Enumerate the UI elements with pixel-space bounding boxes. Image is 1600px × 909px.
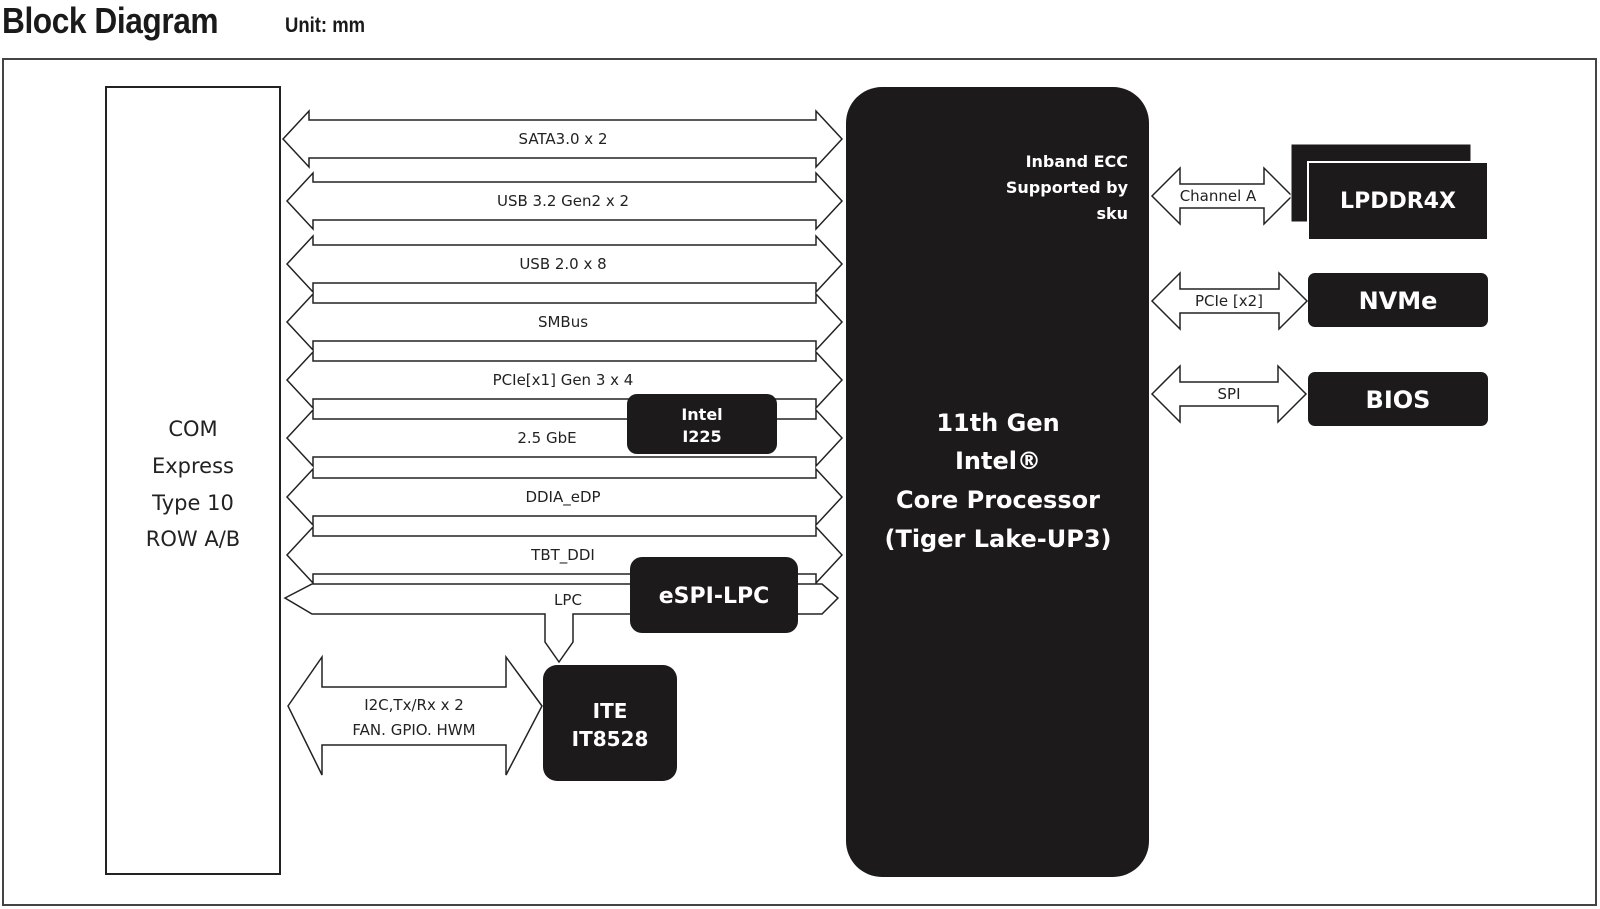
right-bus-arrow-0-label: Channel A	[1180, 187, 1257, 205]
nvme-label: NVMe	[1359, 287, 1438, 315]
lpddr4x-label: LPDDR4X	[1340, 189, 1456, 214]
left-bus-arrow-1-label: USB 3.2 Gen2 x 2	[497, 192, 629, 210]
com-express-block: COM Express Type 10 ROW A/B	[105, 86, 281, 875]
bios-label: BIOS	[1366, 386, 1431, 414]
left-bus-arrow-3-label: SMBus	[538, 313, 588, 331]
ite-bus-line-1: I2C,Tx/Rx x 2	[364, 696, 464, 714]
i225-line-1: Intel	[681, 405, 722, 424]
i225-line-2: I225	[682, 427, 721, 446]
lpddr4x-block: LPDDR4X	[1290, 143, 1489, 241]
ecc-note-line-3: sku	[1096, 204, 1128, 223]
bios-block: BIOS	[1308, 372, 1488, 426]
right-bus-group: Channel A PCIe [x2] SPI	[1150, 166, 1309, 424]
lpc-label: LPC	[554, 591, 582, 609]
com-express-line-3: Type 10	[151, 491, 234, 515]
left-bus-arrow-3-shape	[285, 292, 844, 352]
processor-line-3: Core Processor	[896, 486, 1100, 514]
com-express-line-4: ROW A/B	[146, 527, 240, 551]
page-title: Block Diagram	[2, 0, 219, 41]
ite-bus-arrow: I2C,Tx/Rx x 2 FAN. GPIO. HWM	[287, 654, 543, 776]
processor-line-1: 11th Gen	[936, 409, 1059, 437]
left-bus-arrow-5-label: 2.5 GbE	[517, 429, 576, 447]
left-bus-arrow-6: DDIA_eDP	[285, 467, 844, 527]
intel-i225-block: Intel I225	[627, 394, 777, 454]
left-bus-group: SATA3.0 x 2 USB 3.2 Gen2 x 2 USB 2.0 x 8 SM…	[281, 109, 844, 585]
right-bus-arrow-2: SPI	[1150, 364, 1308, 424]
espi-lpc-label: eSPI-LPC	[659, 584, 770, 609]
right-bus-arrow-2-shape	[1150, 364, 1308, 424]
espi-lpc-block: eSPI-LPC	[630, 557, 798, 633]
diagram-frame	[2, 58, 1597, 906]
left-bus-arrow-0-shape	[281, 109, 844, 169]
ite-line-1: ITE	[593, 699, 628, 723]
right-bus-arrow-1-shape	[1150, 271, 1309, 331]
left-bus-arrow-0: SATA3.0 x 2	[281, 109, 844, 169]
left-bus-arrow-6-shape	[285, 467, 844, 527]
com-express-line-1: COM	[168, 417, 217, 441]
com-express-line-2: Express	[152, 454, 234, 478]
processor-line-2: Intel®	[955, 447, 1041, 475]
right-bus-arrow-2-label: SPI	[1218, 385, 1241, 403]
nvme-block: NVMe	[1308, 273, 1488, 327]
ecc-note-line-1: Inband ECC	[1026, 152, 1128, 171]
processor-block: Inband ECC Supported by sku 11th Gen Int…	[846, 87, 1149, 877]
left-bus-arrow-1-shape	[285, 171, 844, 231]
left-bus-arrow-2-shape	[285, 234, 844, 294]
left-bus-arrow-3: SMBus	[285, 292, 844, 352]
left-bus-arrow-7-label: TBT_DDI	[530, 546, 595, 565]
ite-block: ITE IT8528	[543, 665, 677, 781]
right-bus-arrow-1: PCIe [x2]	[1150, 271, 1309, 331]
left-bus-arrow-4-label: PCIe[x1] Gen 3 x 4	[493, 371, 634, 389]
left-bus-arrow-6-label: DDIA_eDP	[525, 488, 600, 507]
unit-label: Unit: mm	[285, 14, 366, 37]
left-bus-arrow-2: USB 2.0 x 8	[285, 234, 844, 294]
left-bus-arrow-0-label: SATA3.0 x 2	[519, 130, 608, 148]
left-bus-arrow-2-label: USB 2.0 x 8	[519, 255, 606, 273]
right-bus-arrow-1-label: PCIe [x2]	[1195, 292, 1263, 310]
left-bus-arrow-1: USB 3.2 Gen2 x 2	[285, 171, 844, 231]
processor-line-4: (Tiger Lake-UP3)	[884, 525, 1111, 553]
ite-line-2: IT8528	[572, 727, 649, 751]
ecc-note-line-2: Supported by	[1006, 178, 1129, 197]
right-bus-arrow-0: Channel A	[1150, 166, 1294, 226]
ite-bus-line-2: FAN. GPIO. HWM	[352, 721, 475, 739]
